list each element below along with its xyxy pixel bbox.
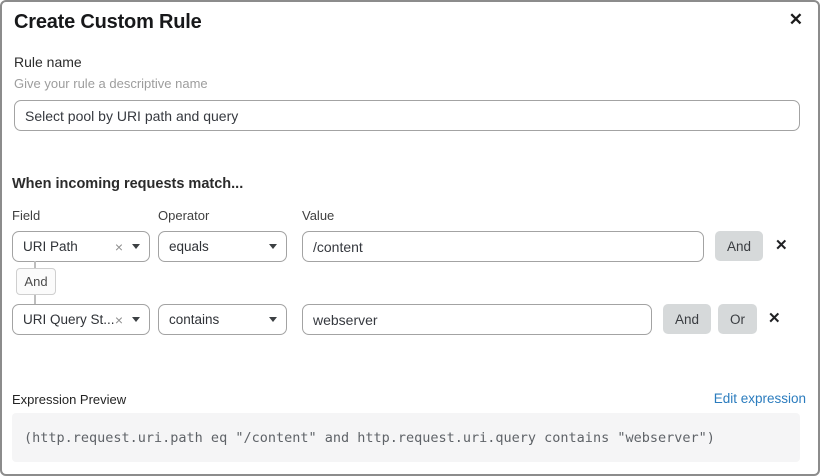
operator-select-row2[interactable]: contains bbox=[158, 304, 287, 335]
rule-name-input[interactable] bbox=[14, 100, 800, 131]
chevron-down-icon bbox=[269, 244, 277, 249]
match-section-title: When incoming requests match... bbox=[12, 176, 244, 192]
expression-preview-label: Expression Preview bbox=[12, 392, 127, 407]
chevron-down-icon bbox=[132, 317, 140, 322]
edit-expression-link[interactable]: Edit expression bbox=[713, 391, 806, 406]
or-button-row2[interactable]: Or bbox=[718, 304, 757, 334]
value-input-row1[interactable] bbox=[302, 231, 704, 262]
and-button-row1[interactable]: And bbox=[715, 231, 764, 261]
operator-select-row1[interactable]: equals bbox=[158, 231, 287, 262]
close-icon[interactable]: ✕ bbox=[785, 7, 807, 32]
field-select-row2[interactable]: URI Query St... × bbox=[12, 304, 150, 335]
select-controls bbox=[269, 317, 277, 322]
operator-column-header: Operator bbox=[158, 208, 210, 223]
field-select-row2-value: URI Query St... bbox=[23, 312, 115, 327]
remove-row1-icon[interactable]: ✕ bbox=[775, 237, 788, 254]
select-controls bbox=[269, 244, 277, 249]
remove-row2-icon[interactable]: ✕ bbox=[768, 310, 781, 327]
chevron-down-icon bbox=[132, 244, 140, 249]
field-column-header: Field bbox=[12, 208, 41, 223]
expression-preview-box: (http.request.uri.path eq "/content" and… bbox=[12, 413, 800, 462]
and-connector-badge: And bbox=[16, 268, 56, 295]
select-controls: × bbox=[115, 313, 140, 327]
value-input-row2[interactable] bbox=[302, 304, 652, 335]
field-select-row1-value: URI Path bbox=[23, 239, 78, 254]
and-button-row2[interactable]: And bbox=[663, 304, 712, 334]
value-column-header: Value bbox=[302, 208, 335, 223]
chevron-down-icon bbox=[269, 317, 277, 322]
field-select-row1[interactable]: URI Path × bbox=[12, 231, 150, 262]
page-title: Create Custom Rule bbox=[14, 11, 202, 33]
expression-code: (http.request.uri.path eq "/content" and… bbox=[24, 429, 715, 446]
clear-icon[interactable]: × bbox=[114, 238, 123, 255]
clear-icon[interactable]: × bbox=[114, 311, 123, 328]
select-controls: × bbox=[115, 240, 140, 254]
operator-select-row2-value: contains bbox=[169, 312, 220, 327]
rule-name-hint: Give your rule a descriptive name bbox=[14, 76, 208, 91]
operator-select-row1-value: equals bbox=[169, 239, 209, 254]
rule-name-label: Rule name bbox=[14, 54, 82, 70]
